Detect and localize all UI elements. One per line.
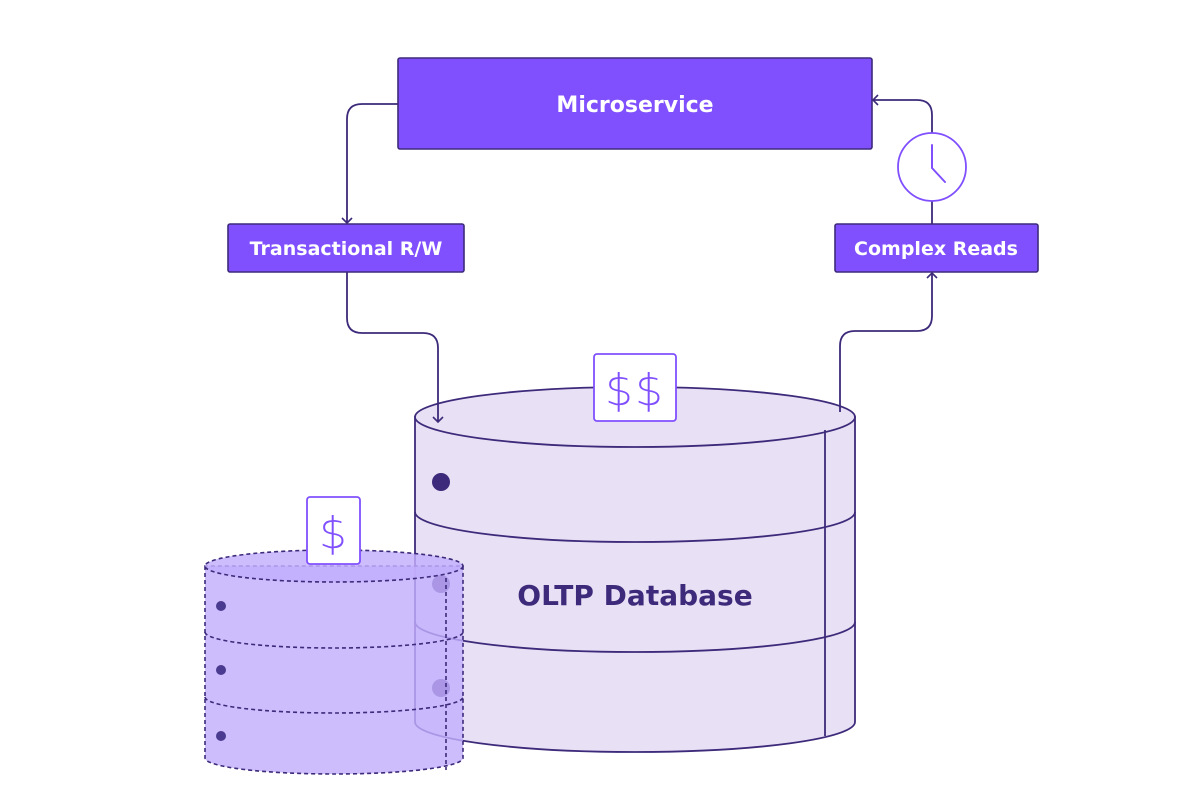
secondary-db-band-1	[204, 631, 464, 649]
secondary-db-dot	[216, 601, 226, 611]
db-band-1	[414, 511, 856, 543]
db-indicator-dot	[432, 473, 450, 491]
secondary-db-band-2	[204, 696, 464, 714]
transactional-rw-label: Transactional R/W	[250, 238, 443, 260]
connector-database-to-complex-reads	[839, 271, 938, 412]
microservice-box: Microservice	[397, 57, 873, 150]
cost-badge-small: $	[306, 496, 361, 565]
transactional-rw-box: Transactional R/W	[227, 223, 465, 273]
secondary-db-body	[204, 565, 464, 775]
connector-clock-to-microservice	[871, 94, 933, 133]
connector-microservice-to-transactional	[341, 103, 398, 225]
secondary-db-dot	[216, 665, 226, 675]
database-label: OLTP Database	[517, 579, 752, 612]
complex-reads-box: Complex Reads	[834, 223, 1039, 273]
oltp-database: OLTP Database	[414, 386, 856, 753]
secondary-db-dot	[216, 731, 226, 741]
dollar-icon: $	[319, 508, 347, 559]
dollar-icon: $$	[605, 365, 665, 416]
clock-icon	[897, 132, 967, 202]
connector-transactional-to-database	[346, 272, 444, 424]
secondary-database	[204, 549, 464, 775]
complex-reads-label: Complex Reads	[854, 238, 1018, 260]
cost-badge-large: $$	[593, 353, 677, 422]
microservice-label: Microservice	[556, 93, 713, 118]
